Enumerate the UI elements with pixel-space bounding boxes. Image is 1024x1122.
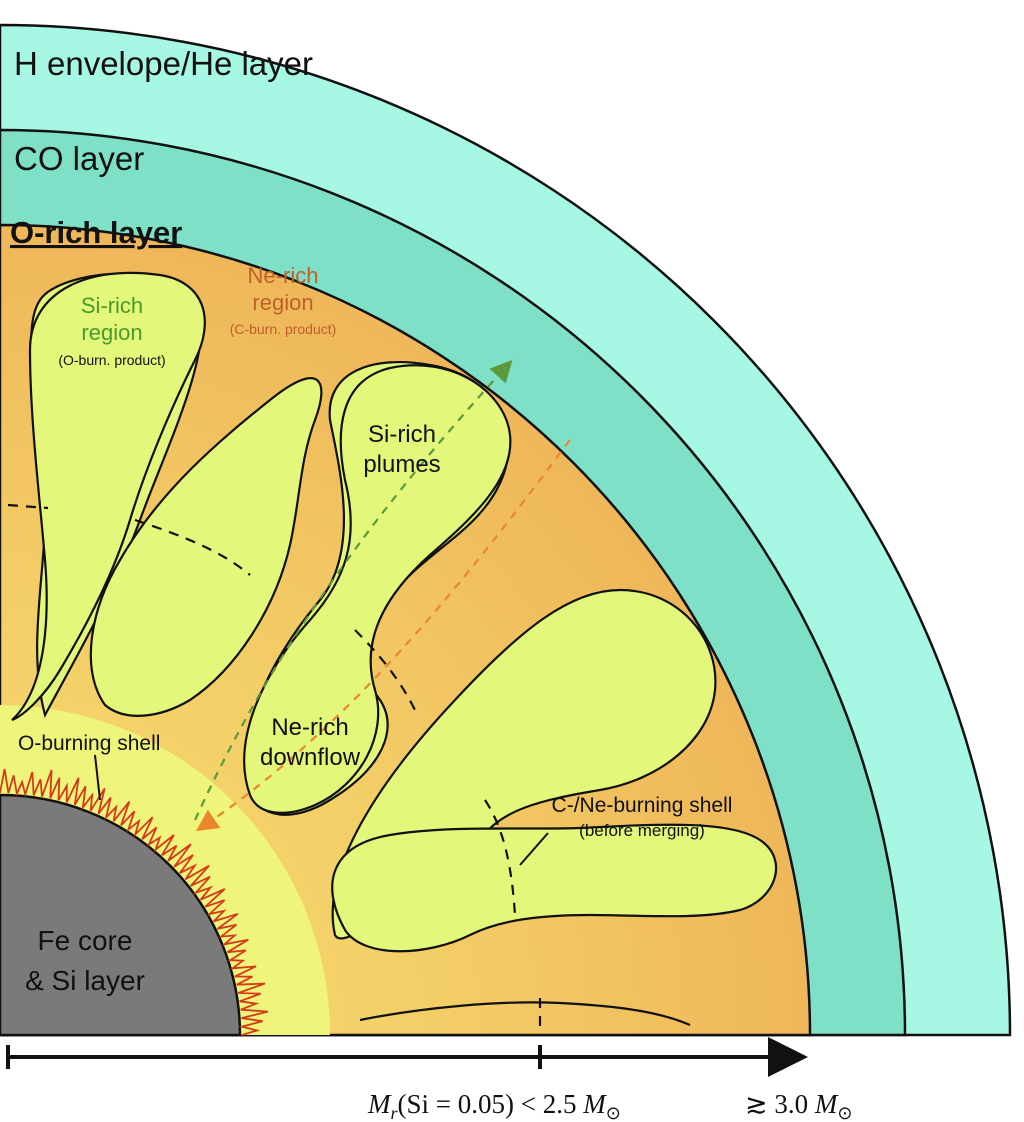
si-rich-lobe-c: [243, 364, 512, 814]
si-rich-lobe-a: [11, 271, 206, 722]
mr-si-label: Mr(Si = 0.05) < 2.5 M⊙: [367, 1089, 621, 1122]
ne-rich-region-label-2: region: [252, 290, 313, 315]
o-burning-shell-spikes: [0, 768, 269, 1036]
si-rich-plumes-label-2: plumes: [363, 451, 440, 478]
si-rich-lobe-e: [331, 823, 778, 953]
h-envelope-label: H envelope/He layer: [14, 45, 313, 82]
cne-burning-shell-label: C-/Ne-burning shell: [552, 794, 733, 817]
o-burning-shell-label: O-burning shell: [18, 732, 160, 755]
o-burning-leader: [94, 754, 101, 801]
ne-rich-downflow-label-2: downflow: [260, 744, 361, 771]
ne-rich-downflow-label: Ne-rich: [271, 714, 348, 741]
co-layer-label: CO layer: [14, 140, 144, 177]
si-rich-region-sub: (O-burn. product): [58, 352, 165, 368]
ne-rich-region-sub: (C-burn. product): [230, 321, 337, 337]
o-rich-layer-label: O-rich layer: [10, 215, 182, 250]
plume-arrow: [194, 359, 513, 821]
fe-core-label-2: & Si layer: [25, 965, 145, 996]
ne-rich-region-label: Ne-rich: [248, 263, 319, 288]
dashed-boundary-2: [134, 518, 251, 576]
si-rich-region-label: Si-rich: [81, 293, 143, 318]
si-rich-lobe-f: [359, 1001, 691, 1027]
dashed-boundary-4: [484, 799, 517, 916]
dashed-boundary-1: [7, 503, 49, 510]
si-rich-region-label-2: region: [81, 320, 142, 345]
downflow-arrow: [195, 439, 571, 832]
cne-burning-shell-sub: (before merging): [579, 821, 705, 840]
cne-leader: [519, 832, 549, 866]
fe-core: [0, 793, 242, 1037]
si-rich-plumes-label: Si-rich: [368, 421, 436, 448]
mass-threshold-label: ≳ 3.0 M⊙: [745, 1089, 852, 1122]
fe-core-label: Fe core: [38, 925, 133, 956]
